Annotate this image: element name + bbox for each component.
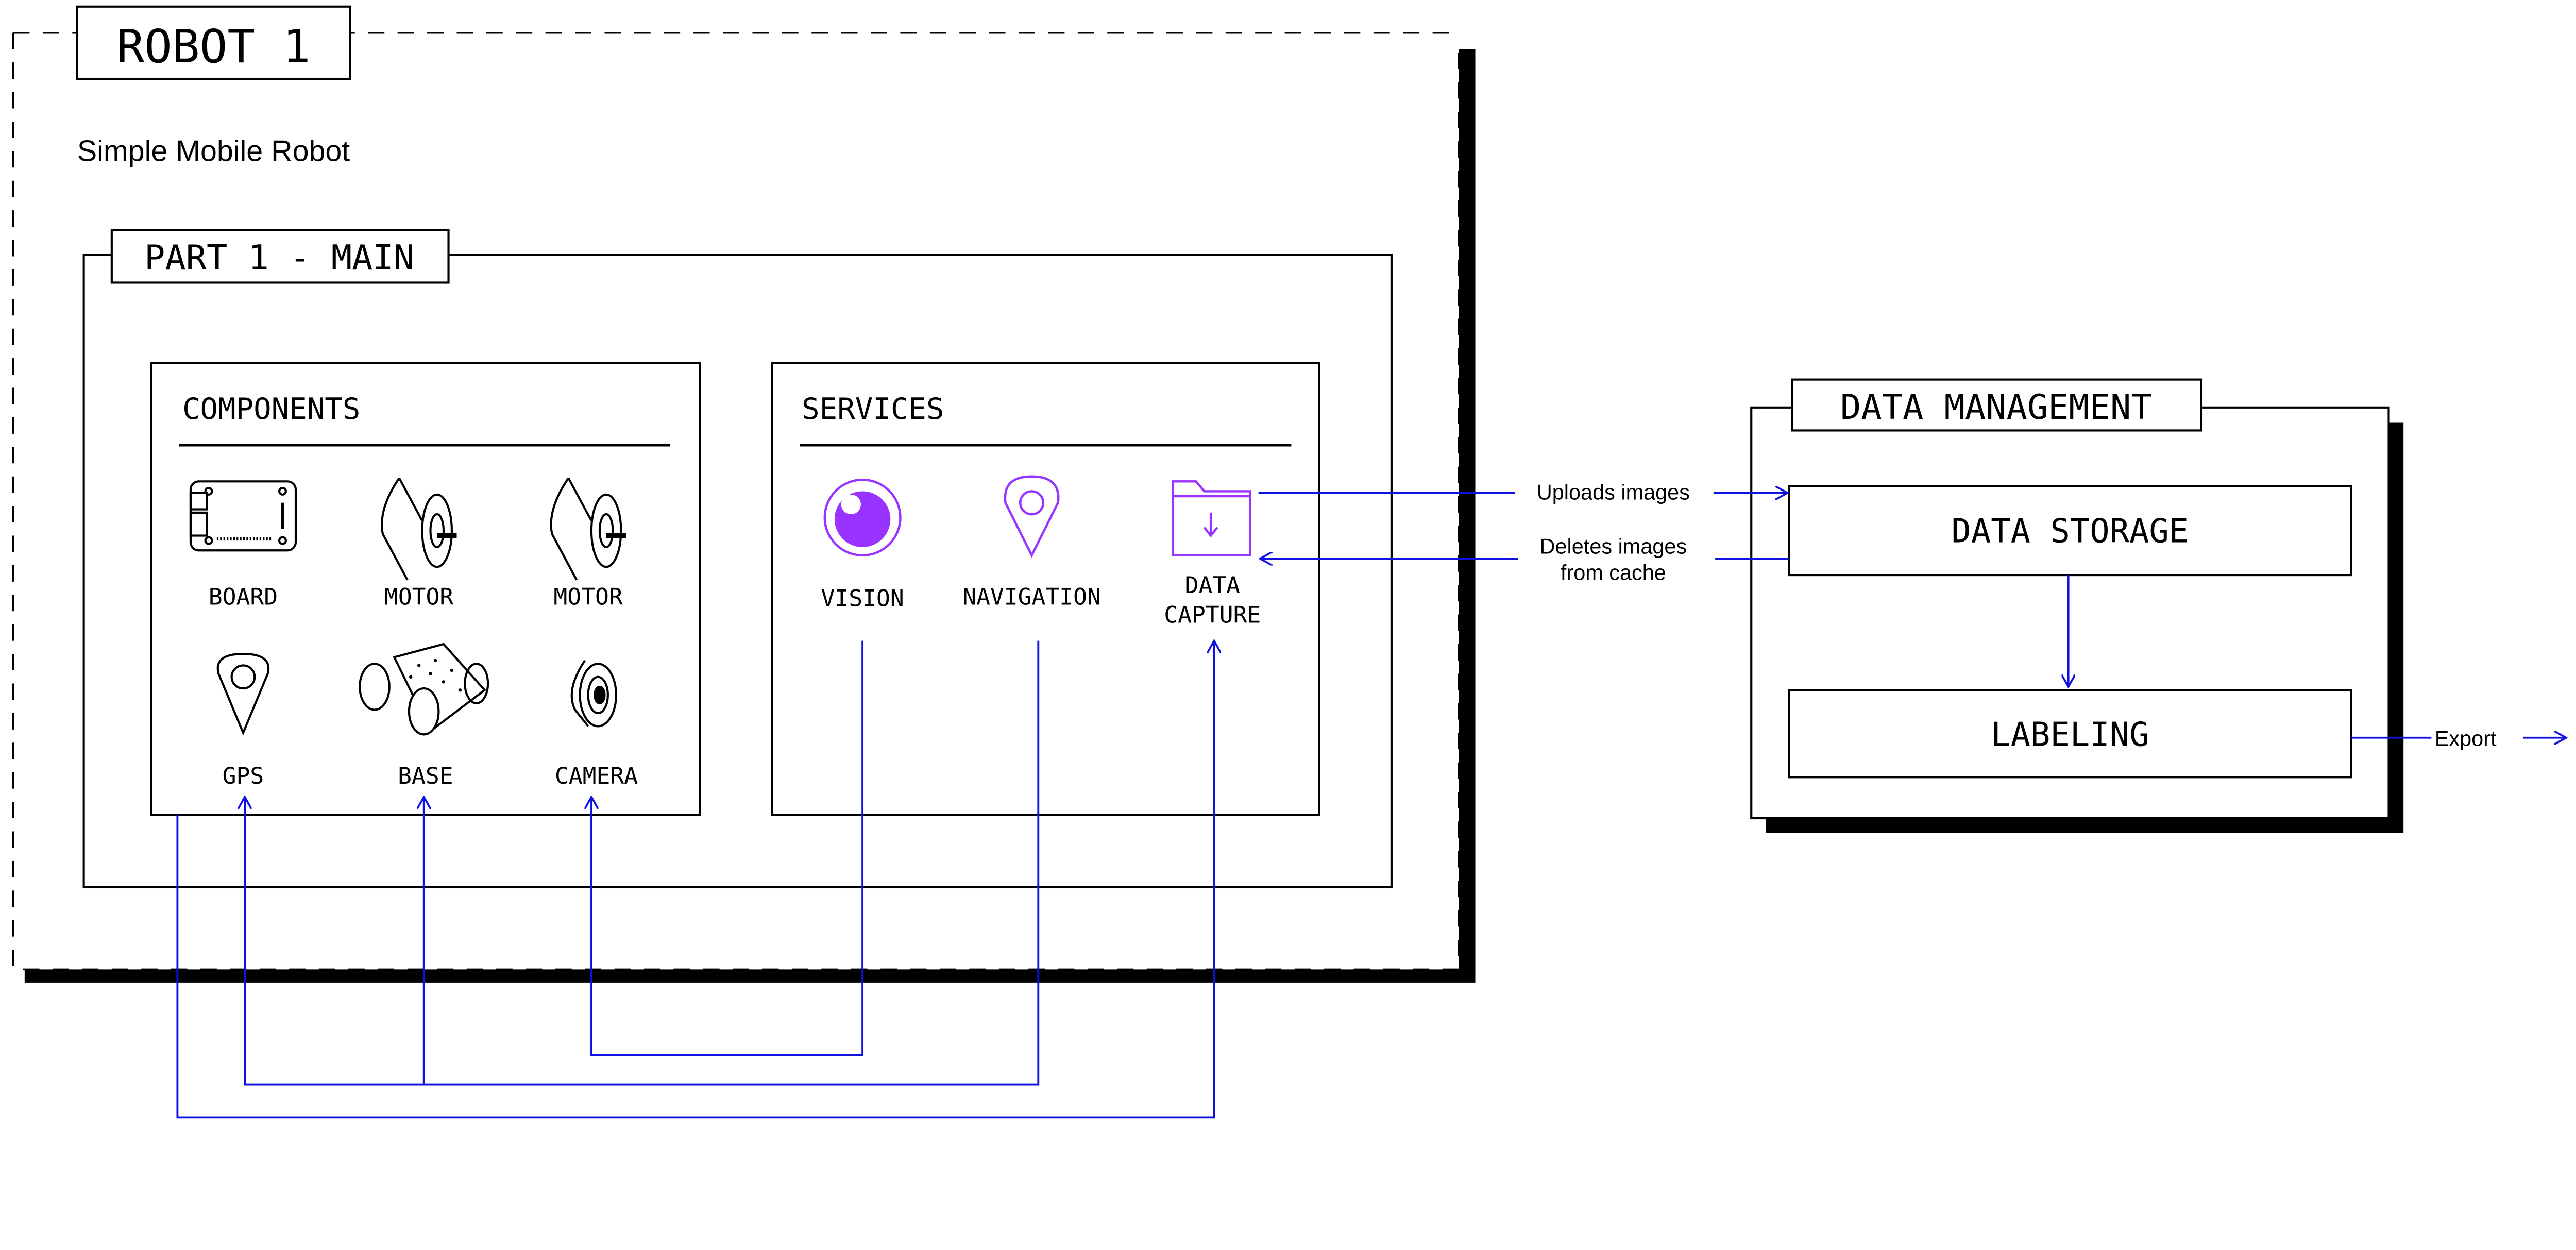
services-panel: SERVICES VISION NAVIGATION DATA CAPTURE [771,362,1320,816]
labeling-box [1788,689,2352,779]
part-title: PART 1 - MAIN [144,238,414,278]
connectors: Uploads images Deletes images from cache… [176,480,2566,1119]
robot-architecture-diagram: ROBOT 1 Simple Mobile Robot PART 1 - MAI… [12,5,2576,1119]
labeling-label: LABELING [1991,716,2149,754]
data-storage-box [1788,485,2352,577]
service-label-vision: VISION [821,585,904,612]
component-label-board: BOARD [209,583,278,610]
services-title: SERVICES [802,392,944,426]
map-pin-icon [216,653,270,736]
eye-icon [823,478,902,557]
uploads-images-label: Uploads images [1537,480,1690,504]
export-label: Export [2435,727,2497,751]
component-label-camera: CAMERA [555,763,638,789]
robot-title: ROBOT 1 [116,20,310,74]
robot-frame: ROBOT 1 Simple Mobile Robot [12,5,1476,983]
service-label-capture: CAPTURE [1164,602,1261,629]
deletes-images-label: Deletes images [1540,534,1687,559]
data-management-panel: DATA MANAGEMENT DATA STORAGE LABELING [1750,378,2404,833]
board-icon [189,480,297,552]
data-storage-label: DATA STORAGE [1952,512,2189,550]
from-cache-label: from cache [1561,561,1666,585]
service-label-data: DATA [1185,572,1241,599]
robot-subtitle: Simple Mobile Robot [77,135,350,168]
part-frame: PART 1 - MAIN [82,229,1393,889]
data-management-title: DATA MANAGEMENT [1840,387,2152,427]
component-label-base: BASE [398,763,453,789]
motor-icon [550,477,626,581]
folder-download-icon [1172,480,1251,557]
motor-icon [381,477,457,581]
rover-base-icon [359,643,489,736]
service-label-navigation: NAVIGATION [962,583,1101,610]
component-label-motor: MOTOR [384,583,453,610]
camera-icon [570,660,617,728]
component-label-gps: GPS [223,763,264,789]
components-panel: COMPONENTS BOARD MOTOR MOTOR GPS [150,362,701,816]
component-label-motor-2: MOTOR [553,583,622,610]
map-pin-icon [1004,475,1060,558]
robot-title-box [76,5,351,80]
components-title: COMPONENTS [182,392,360,426]
